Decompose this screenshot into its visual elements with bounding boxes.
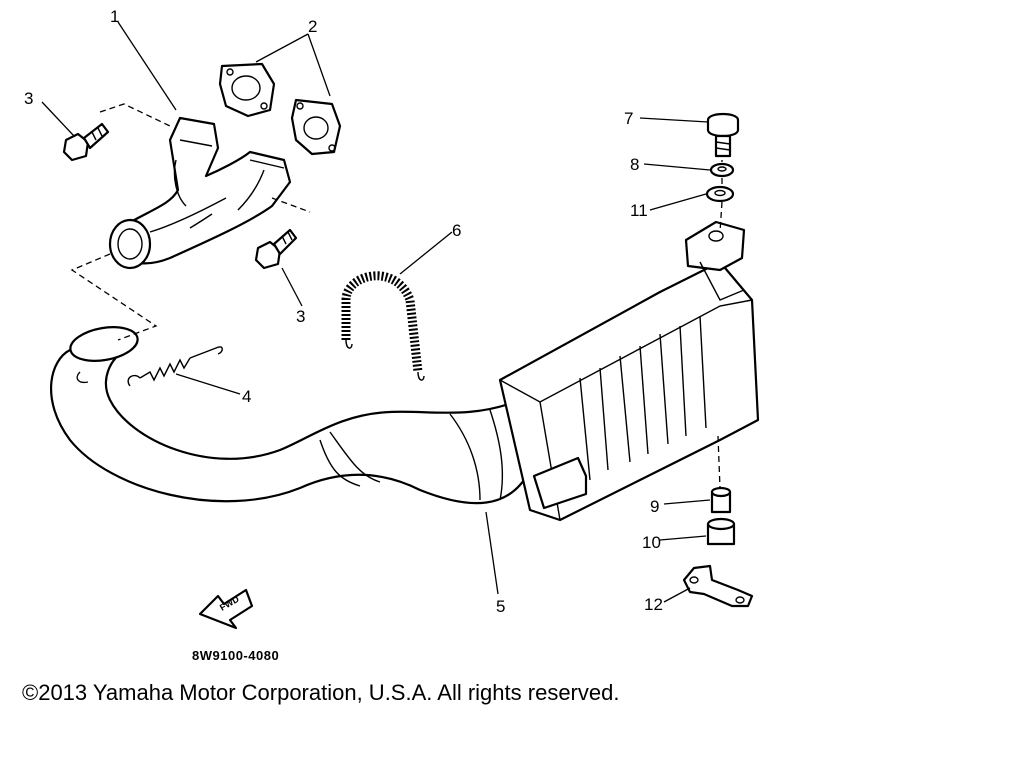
washer-part-11 [705, 185, 735, 203]
muffler-part-5 [49, 220, 760, 522]
bolt-part-3-upper [62, 122, 110, 162]
washer-part-8 [709, 162, 735, 178]
grommet-part-10 [706, 517, 736, 546]
gasket-part-2-lower [290, 98, 342, 156]
bolt-part-7 [706, 112, 740, 158]
spring-part-4 [127, 346, 223, 387]
manifold-part-1 [108, 116, 292, 270]
leader-lines [41, 21, 723, 603]
collar-part-9 [710, 486, 732, 514]
diagram-code: 8W9100-4080 [192, 648, 279, 663]
callout-labels: 1 2 3 3 4 5 6 7 8 11 9 10 12 [24, 7, 663, 616]
bracket-part-12 [682, 564, 754, 608]
callout-2: 2 [308, 17, 317, 36]
fwd-arrow-icon: FWD [198, 588, 254, 630]
wire-part-6 [341, 271, 425, 381]
callout-8: 8 [630, 155, 639, 174]
callout-3-upper: 3 [24, 89, 33, 108]
gasket-part-2-upper [218, 62, 276, 118]
callout-1: 1 [110, 7, 119, 26]
callout-10: 10 [642, 533, 661, 552]
callout-4: 4 [242, 387, 251, 406]
callout-6: 6 [452, 221, 461, 240]
callout-3-lower: 3 [296, 307, 305, 326]
callout-11: 11 [630, 201, 648, 220]
exhaust-parts-diagram: 1 2 3 3 4 5 6 7 8 11 9 10 12 FWD 8W9100-… [24, 7, 760, 663]
callout-5: 5 [496, 597, 505, 616]
copyright-notice: ©2013 Yamaha Motor Corporation, U.S.A. A… [22, 680, 620, 705]
bolt-part-3-lower [254, 228, 298, 270]
callout-7: 7 [624, 109, 633, 128]
callout-9: 9 [650, 497, 659, 516]
callout-12: 12 [644, 595, 663, 614]
